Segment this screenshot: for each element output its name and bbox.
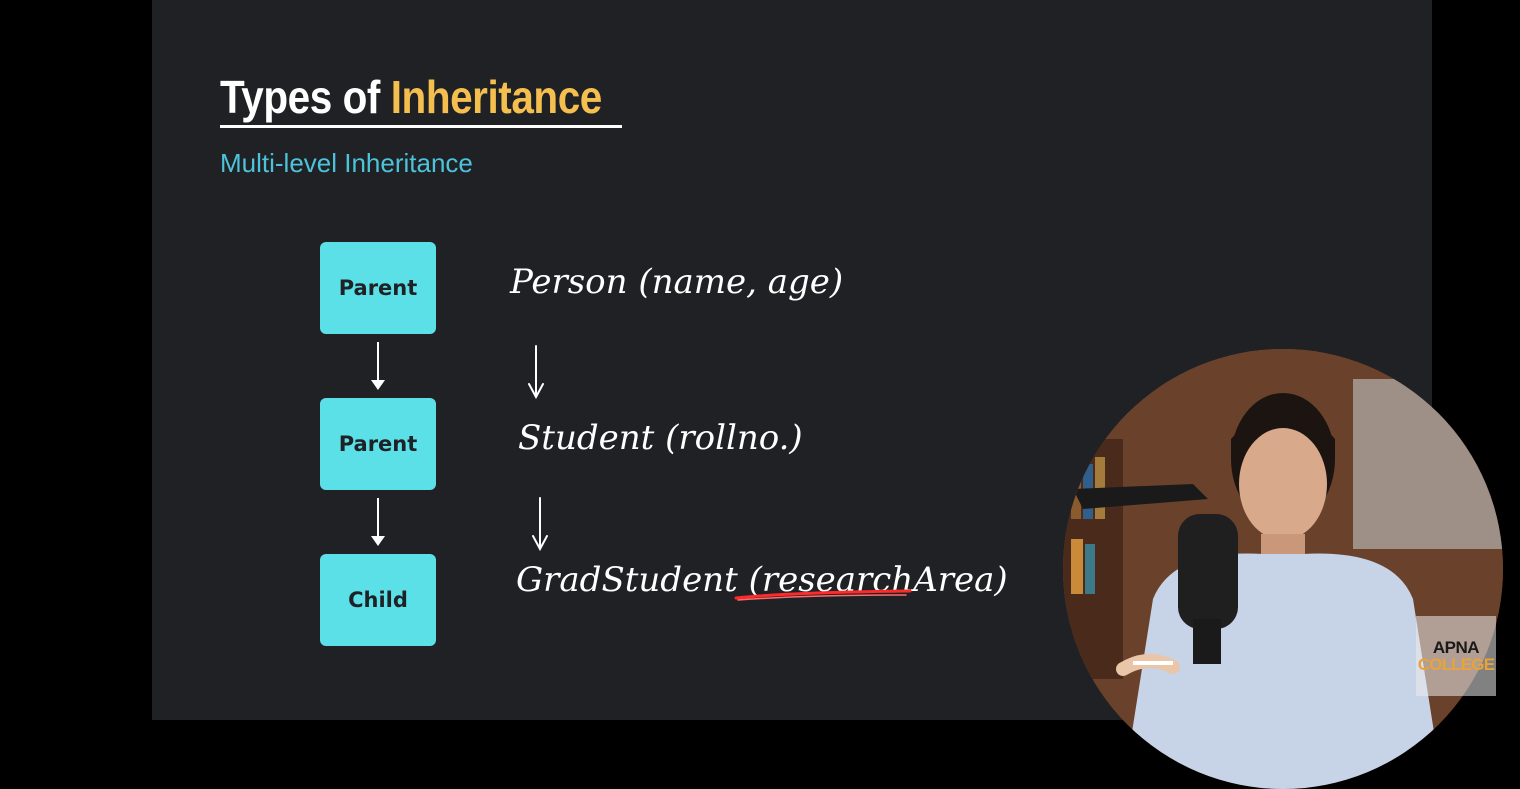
- red-highlight-underline: [734, 589, 912, 601]
- handwritten-gradstudent-class: GradStudent: [516, 560, 738, 600]
- handwritten-gradstudent: GradStudent (researchArea): [516, 560, 1008, 600]
- handwritten-student: Student (rollno.): [518, 418, 803, 458]
- title-prefix: Types of: [220, 71, 391, 123]
- logo-line-1: APNA: [1432, 638, 1480, 657]
- handwritten-arrow-1: [528, 345, 544, 400]
- logo-line-2: COLLEGE: [1417, 655, 1495, 674]
- diagram-box-child: Child: [320, 554, 436, 646]
- channel-logo: APNA COLLEGE: [1416, 616, 1496, 696]
- title-accent: Inheritance: [390, 71, 603, 123]
- handwritten-arrow-2: [532, 497, 548, 552]
- diagram-box-parent-2: Parent: [320, 398, 436, 490]
- subtitle: Multi-level Inheritance: [220, 148, 473, 178]
- presenter-webcam: [1063, 349, 1503, 789]
- title-underline: [220, 125, 622, 128]
- diagram-box-parent-1: Parent: [320, 242, 436, 334]
- handwritten-person: Person (name, age): [510, 262, 844, 302]
- presenter-illustration: [1063, 349, 1503, 789]
- down-arrow-1: [371, 342, 385, 390]
- page-title: Types of Inheritance: [220, 70, 602, 124]
- down-arrow-2: [371, 498, 385, 546]
